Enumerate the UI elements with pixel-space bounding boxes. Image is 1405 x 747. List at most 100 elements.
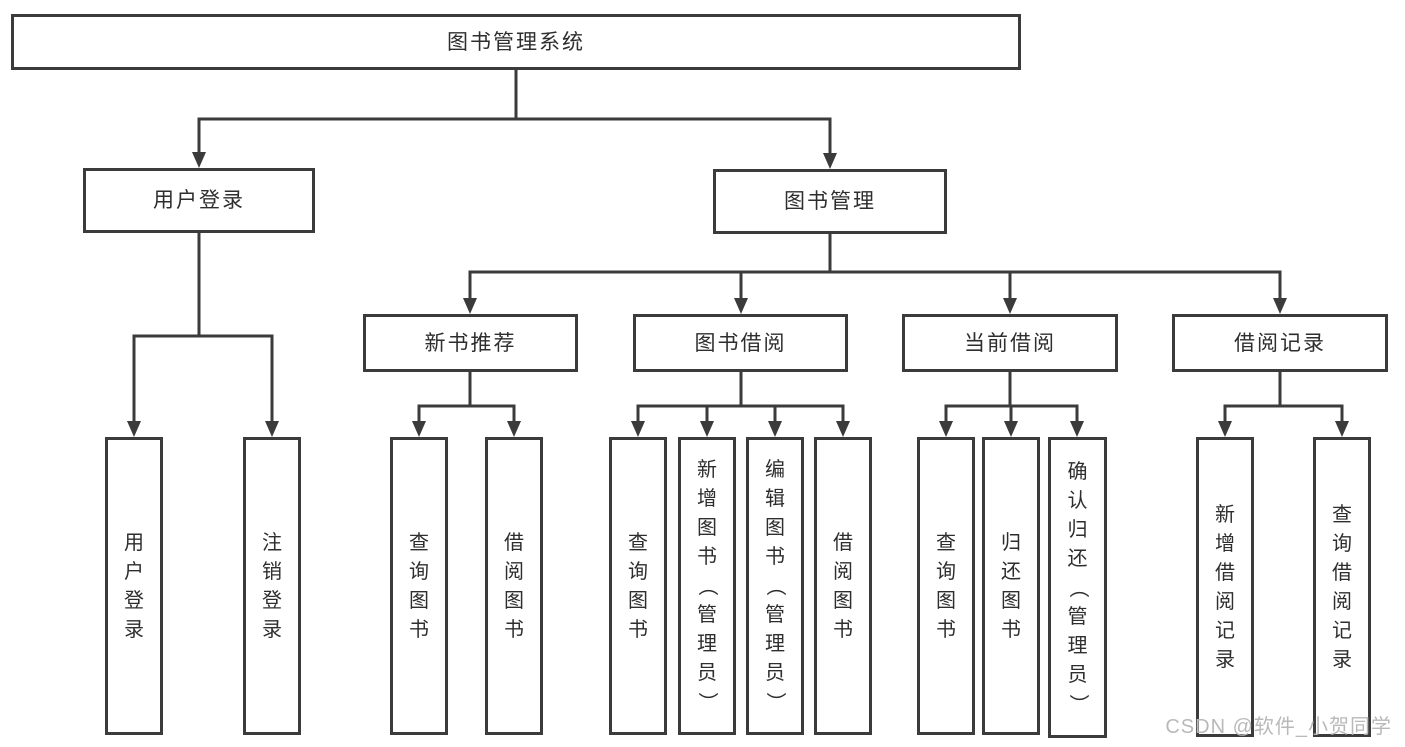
vertical-label-char: 询: [628, 560, 648, 583]
arrowhead-down-icon: [1218, 421, 1232, 437]
vertical-label-char: 管: [1067, 605, 1088, 628]
node-edit-books-admin: 编辑图书 （ 管理员 ）: [746, 437, 804, 735]
vertical-label-char: 阅: [504, 560, 524, 583]
node-user-login: 用户登录: [83, 168, 315, 233]
vertical-label-char: 录: [124, 618, 144, 641]
node-return-books: 归还图书: [982, 437, 1040, 735]
vertical-label-char: 书: [936, 618, 956, 641]
vertical-label-char: 员: [1067, 663, 1088, 686]
arrowhead-down-icon: [631, 421, 645, 437]
vertical-label-char: 录: [262, 618, 282, 641]
node-query-borrow-record: 查询借阅记录: [1313, 437, 1371, 737]
vertical-label-char: 询: [936, 560, 956, 583]
arrowhead-down-icon: [939, 421, 953, 437]
vertical-label-char: 增: [1215, 532, 1235, 555]
vertical-label-char: 图: [504, 589, 524, 612]
vertical-label-char: 书: [697, 546, 717, 568]
vertical-label-char: 书: [765, 546, 785, 568]
vertical-label-char: 编: [765, 459, 785, 481]
node-add-books-admin: 新增图书（管理员）: [678, 437, 736, 735]
node-logout: 注销登录: [243, 437, 301, 735]
vertical-label-char: 录: [1332, 648, 1352, 671]
vertical-label-char: 录: [1215, 648, 1235, 671]
vertical-label-char: 借: [833, 531, 853, 554]
node-recommend-query-books: 查询图书: [390, 437, 448, 735]
vertical-label-char: 认: [1067, 489, 1088, 512]
arrowhead-down-icon: [823, 153, 837, 169]
arrowhead-down-icon: [507, 421, 521, 437]
vertical-label-char: （: [696, 576, 718, 596]
vertical-label-char: 员: [697, 662, 717, 684]
vertical-label-char: 查: [936, 531, 956, 554]
node-library-system: 图书管理系统: [11, 14, 1021, 70]
node-new-book-recommendation: 新书推荐: [363, 314, 578, 372]
vertical-label-char: 阅: [1215, 590, 1235, 613]
vertical-label-char: 图: [833, 589, 853, 612]
vertical-label-char: 注: [262, 531, 282, 554]
vertical-label-char: 借: [1215, 561, 1235, 584]
vertical-label-char: 图: [628, 589, 648, 612]
arrowhead-down-icon: [734, 298, 748, 314]
vertical-label-char: 管: [765, 604, 785, 626]
vertical-label-char: 借: [1332, 561, 1352, 584]
vertical-label-char: 图: [936, 589, 956, 612]
node-book-borrowing: 图书借阅: [633, 314, 848, 372]
vertical-label-char: 管: [697, 604, 717, 626]
vertical-label-char: 查: [409, 531, 429, 554]
vertical-label-char: 书: [833, 618, 853, 641]
node-current-borrowing: 当前借阅: [902, 314, 1118, 372]
vertical-label-char: 户: [124, 560, 144, 583]
arrowhead-down-icon: [463, 298, 477, 314]
vertical-label-char: ）: [764, 692, 786, 712]
node-current-query-books: 查询图书: [917, 437, 975, 735]
vertical-label-char: 辑: [765, 488, 785, 510]
vertical-label-char: 查: [1332, 503, 1352, 526]
vertical-label-char: 用: [124, 531, 144, 554]
node-confirm-return-admin: 确认归还（管理员）: [1048, 437, 1107, 738]
vertical-label-char: 阅: [1332, 590, 1352, 613]
vertical-label-char: 归: [1001, 531, 1021, 554]
vertical-label-char: 新: [697, 459, 717, 481]
node-user-login-leaf: 用户登录: [105, 437, 163, 735]
vertical-label-char: 借: [504, 531, 524, 554]
vertical-label-char: ）: [1066, 693, 1089, 714]
vertical-label-char: 书: [504, 618, 524, 641]
arrowhead-down-icon: [836, 421, 850, 437]
arrowhead-down-icon: [700, 421, 714, 437]
node-book-management: 图书管理: [713, 169, 947, 234]
node-recommend-borrow-books: 借阅图书: [485, 437, 543, 735]
vertical-label-char: 销: [262, 560, 282, 583]
vertical-label-char: 书: [409, 618, 429, 641]
arrowhead-down-icon: [265, 421, 279, 437]
arrowhead-down-icon: [1003, 298, 1017, 314]
node-borrow-query-books: 查询图书: [609, 437, 667, 735]
node-add-borrow-record: 新增借阅记录: [1196, 437, 1254, 737]
vertical-label-char: （: [1066, 577, 1089, 598]
arrowhead-down-icon: [768, 421, 782, 437]
vertical-label-char: （: [764, 576, 786, 596]
arrowhead-down-icon: [1335, 421, 1349, 437]
vertical-label-char: 理: [697, 633, 717, 655]
vertical-label-char: 记: [1332, 619, 1352, 642]
vertical-label-char: 图: [765, 517, 785, 539]
vertical-label-char: 还: [1001, 560, 1021, 583]
vertical-label-char: 记: [1215, 619, 1235, 642]
vertical-label-char: 员: [765, 662, 785, 684]
vertical-label-char: 登: [124, 589, 144, 612]
vertical-label-char: 归: [1067, 518, 1088, 541]
vertical-label-char: 确: [1067, 460, 1088, 483]
node-borrow-books-leaf: 借阅图书: [814, 437, 872, 735]
vertical-label-char: 查: [628, 531, 648, 554]
vertical-label-char: 理: [765, 633, 785, 655]
vertical-label-char: 理: [1067, 634, 1088, 657]
vertical-label-char: 询: [409, 560, 429, 583]
vertical-label-char: 书: [1001, 618, 1021, 641]
vertical-label-char: 登: [262, 589, 282, 612]
arrowhead-down-icon: [1273, 298, 1287, 314]
arrowhead-down-icon: [127, 421, 141, 437]
vertical-label-char: 增: [697, 488, 717, 510]
arrowhead-down-icon: [192, 152, 206, 168]
vertical-label-char: 图: [1001, 589, 1021, 612]
